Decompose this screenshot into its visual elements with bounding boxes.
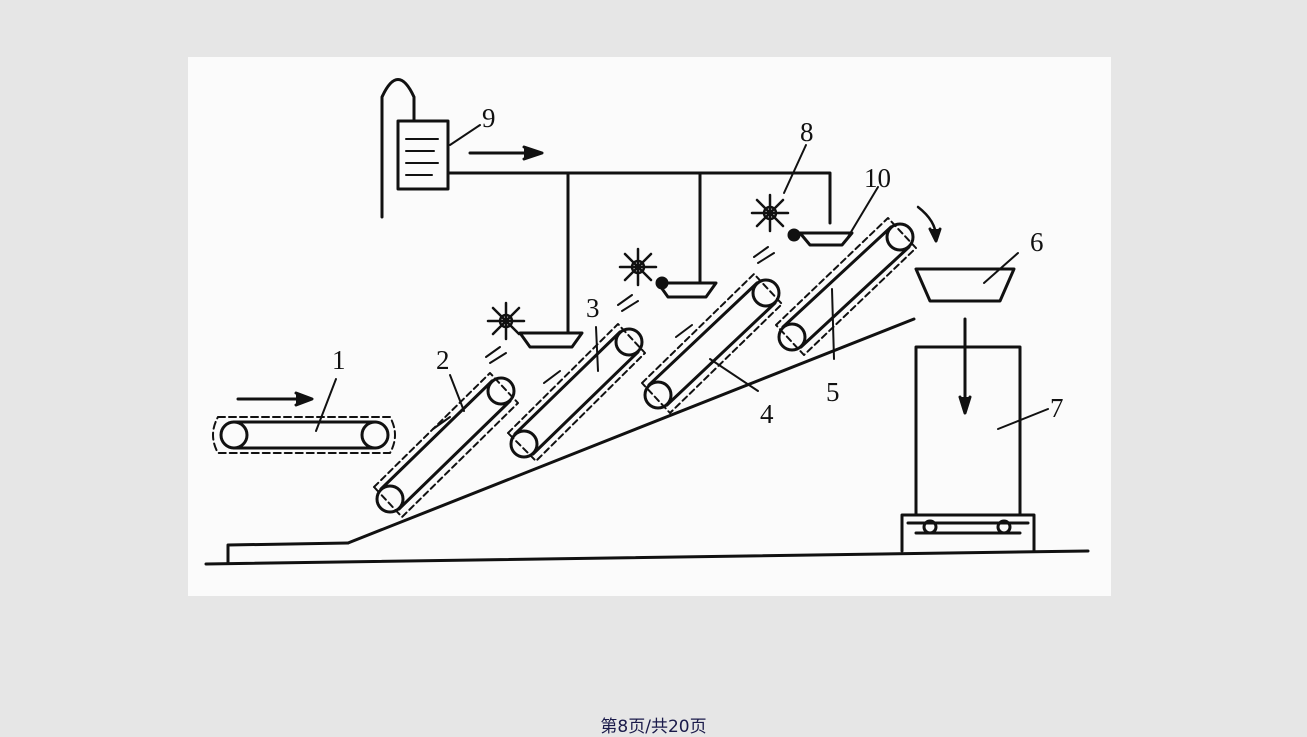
conveyor-diagram: 1 2 3 4 5 6 7 8 9 10 xyxy=(204,78,1090,566)
hopper xyxy=(914,267,1016,415)
callout-5: 5 xyxy=(826,377,840,407)
spray-trays xyxy=(518,228,854,349)
callout-9: 9 xyxy=(482,103,496,133)
washing-conveyor-4 xyxy=(641,273,783,414)
callout-4: 4 xyxy=(760,399,774,429)
washing-conveyor-5 xyxy=(775,205,942,356)
callout-10: 10 xyxy=(864,163,891,193)
figure-panel: 1 2 3 4 5 6 7 8 9 10 xyxy=(188,57,1111,596)
collection-cart xyxy=(900,345,1036,553)
brush-wheels xyxy=(486,193,790,341)
washing-conveyor-2 xyxy=(373,372,519,518)
footer-total-pages: 20 xyxy=(667,717,690,737)
footer-prefix: 第 xyxy=(600,717,618,737)
leader-lines xyxy=(315,124,1049,432)
callout-8: 8 xyxy=(800,117,814,147)
callout-6: 6 xyxy=(1030,227,1044,257)
water-tank xyxy=(380,78,832,335)
callout-2: 2 xyxy=(436,345,450,375)
feed-conveyor xyxy=(212,391,396,454)
washing-conveyor-3 xyxy=(507,323,646,462)
callout-3: 3 xyxy=(586,293,600,323)
footer-suffix: 页 xyxy=(689,717,707,737)
spray-marks xyxy=(432,246,775,430)
inclined-ramp xyxy=(346,317,916,545)
footer-middle: 页/共 xyxy=(628,717,668,737)
ground-line xyxy=(204,541,1090,566)
callout-7: 7 xyxy=(1050,393,1064,423)
callout-1: 1 xyxy=(332,345,346,375)
footer-current-page: 8 xyxy=(617,717,629,737)
page-number-footer: 第8页/共20页 xyxy=(0,712,1307,737)
